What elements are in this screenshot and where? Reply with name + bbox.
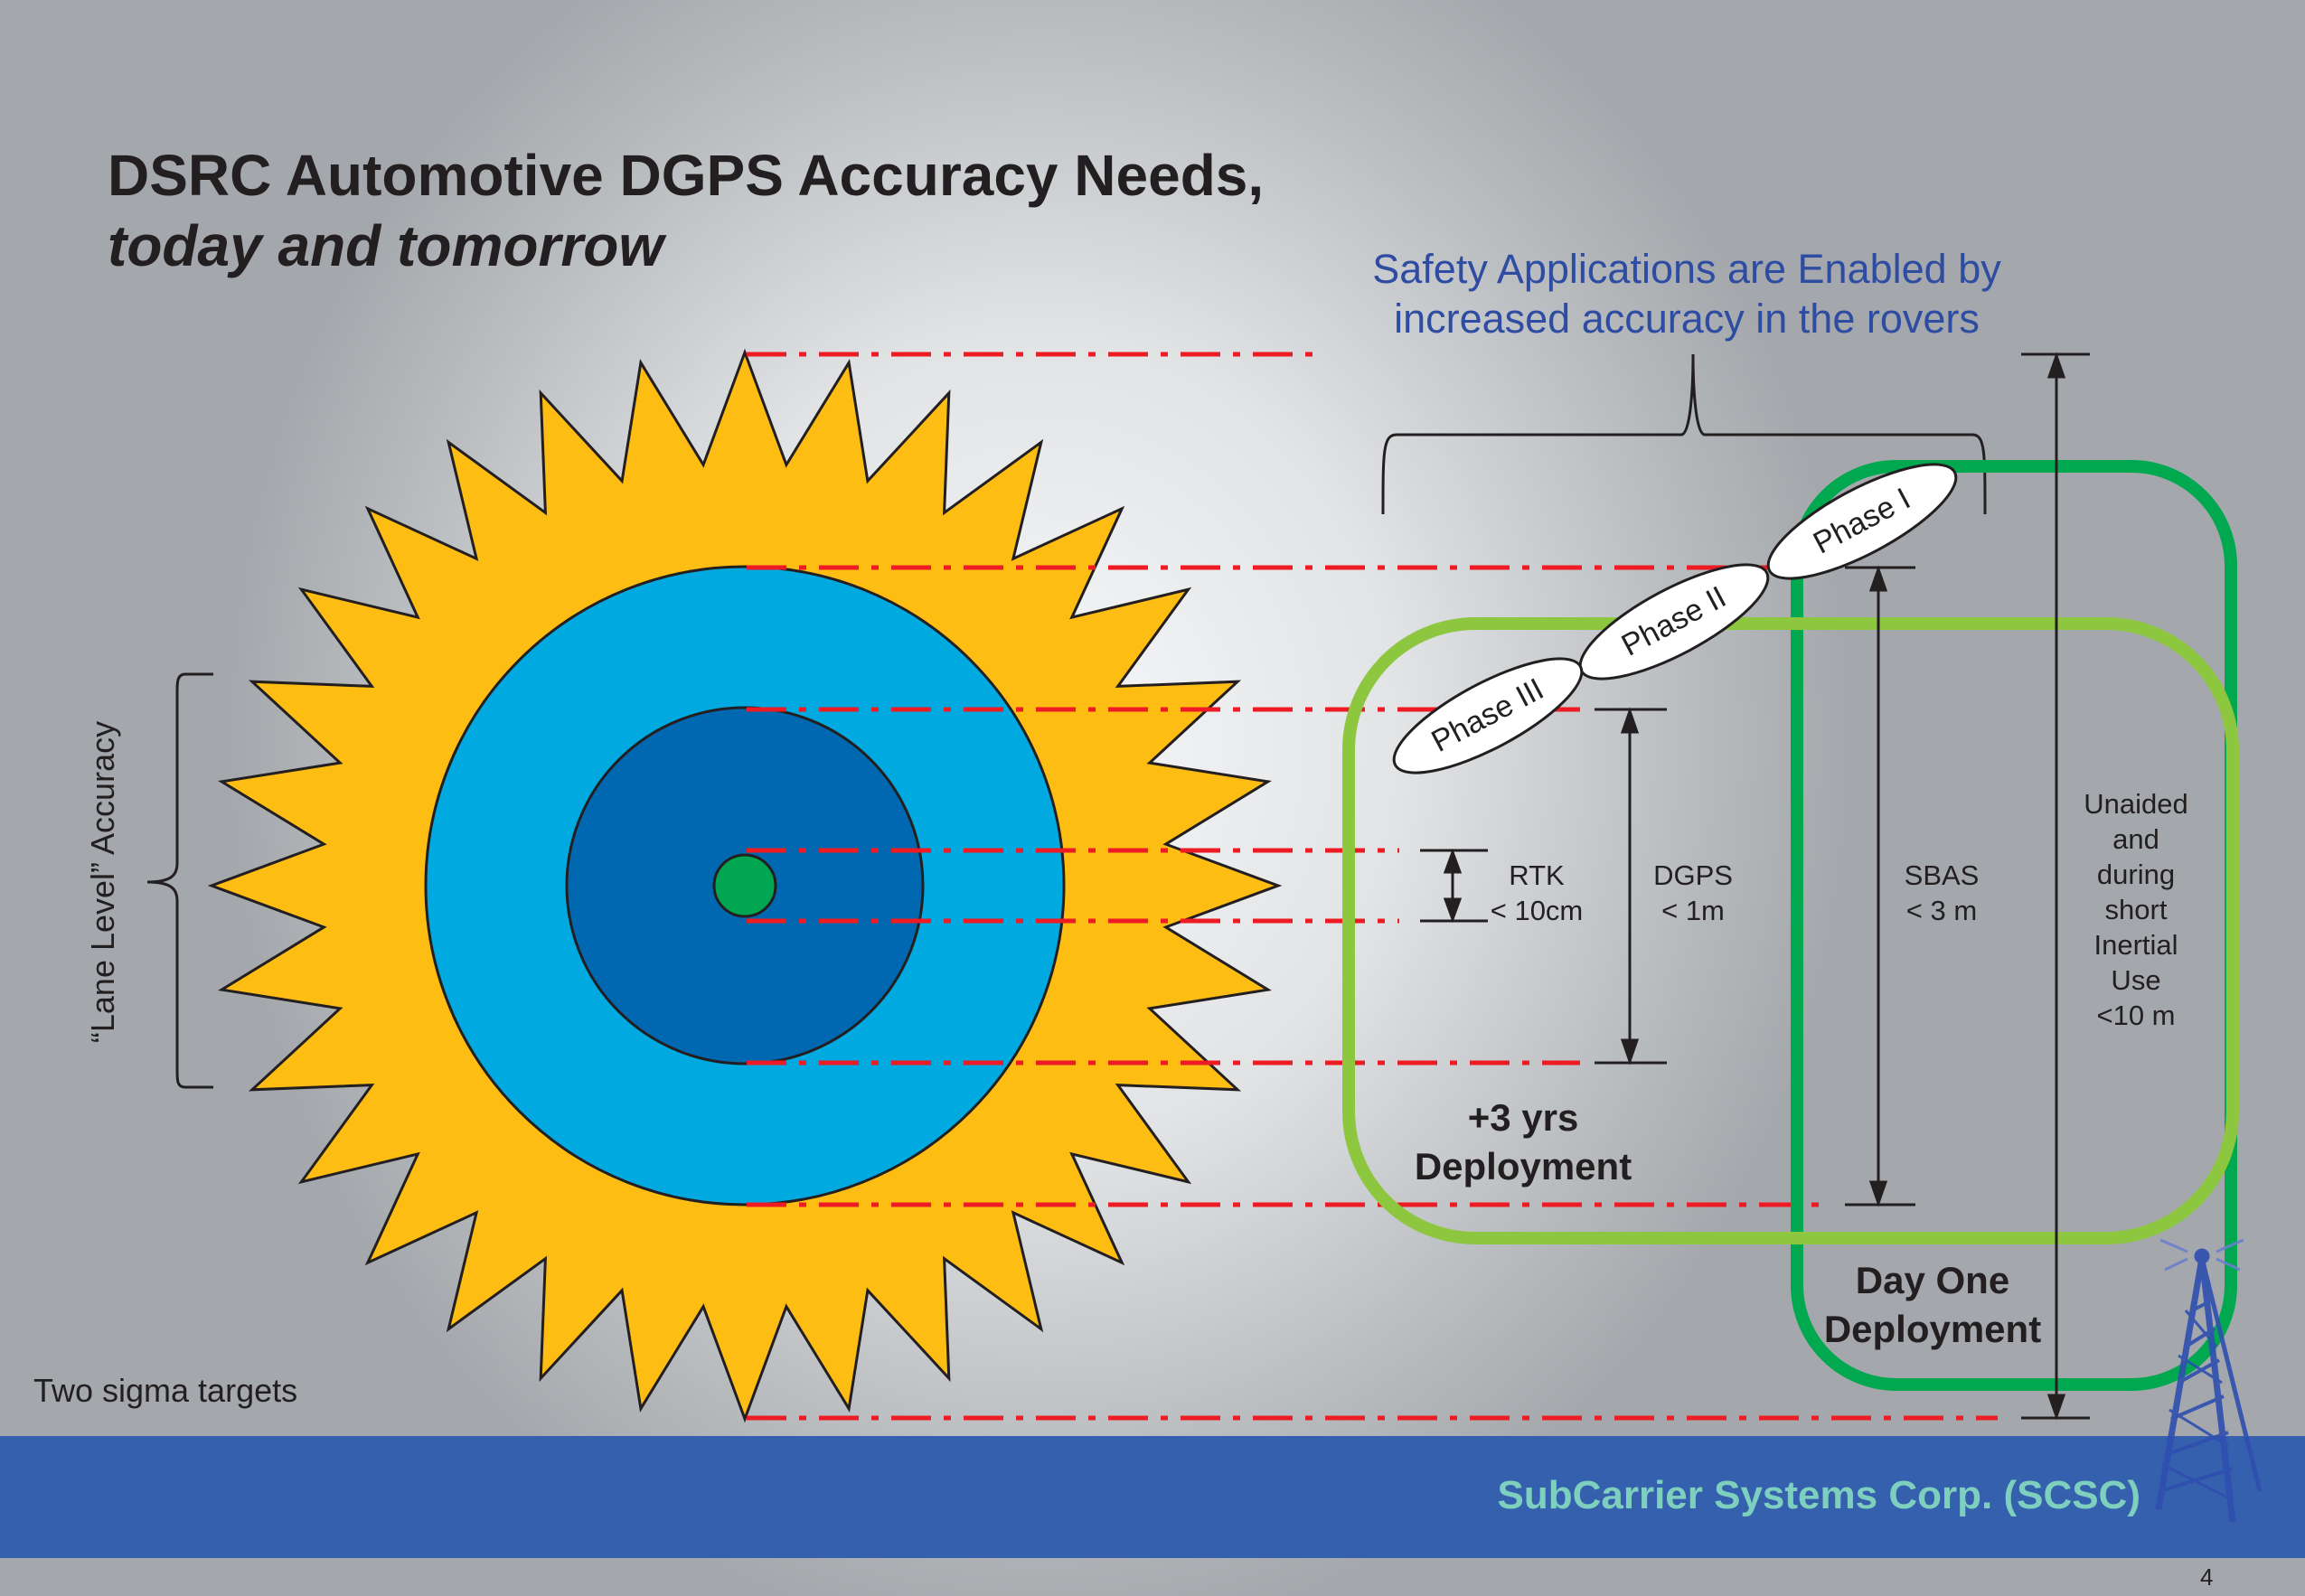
two-sigma-label: Two sigma targets (33, 1372, 298, 1409)
unaided-line: during (2096, 859, 2176, 890)
footer-bar (0, 1436, 2305, 1558)
unaided-dimension-arrow (2021, 352, 2090, 1421)
sbas-label: SBAS < 3 m (1905, 858, 1980, 928)
safety-brace (1381, 353, 1987, 515)
unaided-line: Unaided (2084, 788, 2188, 820)
unaided-line: <10 m (2096, 1000, 2176, 1031)
safety-note-line1: Safety Applications are Enabled by (1372, 246, 2001, 292)
deployment-line1: +3 yrs (1467, 1096, 1579, 1139)
rtk-dimension-arrow (1420, 848, 1488, 924)
deployment-line2: Deployment (1414, 1145, 1632, 1188)
unaided-line: Inertial (2093, 929, 2178, 961)
dgps-name: DGPS (1653, 859, 1733, 891)
slide-title: DSRC Automotive DGPS Accuracy Needs, (108, 143, 1265, 208)
unaided-line: and (2112, 823, 2159, 855)
dgps-dimension-arrow (1595, 707, 1667, 1066)
sbas-name: SBAS (1904, 859, 1980, 891)
rtk-name: RTK (1509, 859, 1565, 891)
plus-3-yrs-deployment-box (1342, 617, 2239, 1244)
footer-company-name: SubCarrier Systems Corp. (SCSC) (1497, 1473, 2140, 1517)
plus-3-yrs-deployment-label: +3 yrs Deployment (1415, 1094, 1632, 1191)
unaided-line: short (2104, 894, 2168, 925)
lane-level-accuracy-label: “Lane Level” Accuracy (84, 720, 121, 1044)
safety-note-line2: increased accuracy in the rovers (1394, 296, 1980, 342)
dgps-value: < 1m (1661, 895, 1725, 926)
deployment-line1: Day One (1855, 1259, 2010, 1301)
slide-subtitle: today and tomorrow (108, 213, 664, 278)
sbas-value: < 3 m (1905, 895, 1978, 926)
radio-tower-icon (2155, 1238, 2263, 1523)
rtk-value: < 10cm (1490, 895, 1584, 926)
rtk-label: RTK < 10cm (1491, 858, 1584, 928)
unaided-line: Use (2111, 964, 2161, 996)
rtk-accuracy-dot (712, 853, 777, 918)
safety-note: Safety Applications are Enabled by incre… (1325, 244, 2048, 343)
phase-i-ellipse (1766, 463, 1958, 580)
day-one-deployment-label: Day One Deployment (1824, 1256, 2041, 1354)
sbas-dimension-arrow (1845, 565, 1915, 1207)
unaided-label: Unaided and during short Inertial Use <1… (2084, 786, 2187, 1033)
deployment-line2: Deployment (1823, 1308, 2042, 1350)
phase-iii-ellipse (1392, 657, 1584, 775)
lane-level-bracket (146, 672, 213, 1089)
page-number: 4 (2200, 1563, 2214, 1591)
dash-lines (747, 352, 1998, 1421)
dgps-label: DGPS < 1m (1653, 858, 1733, 928)
